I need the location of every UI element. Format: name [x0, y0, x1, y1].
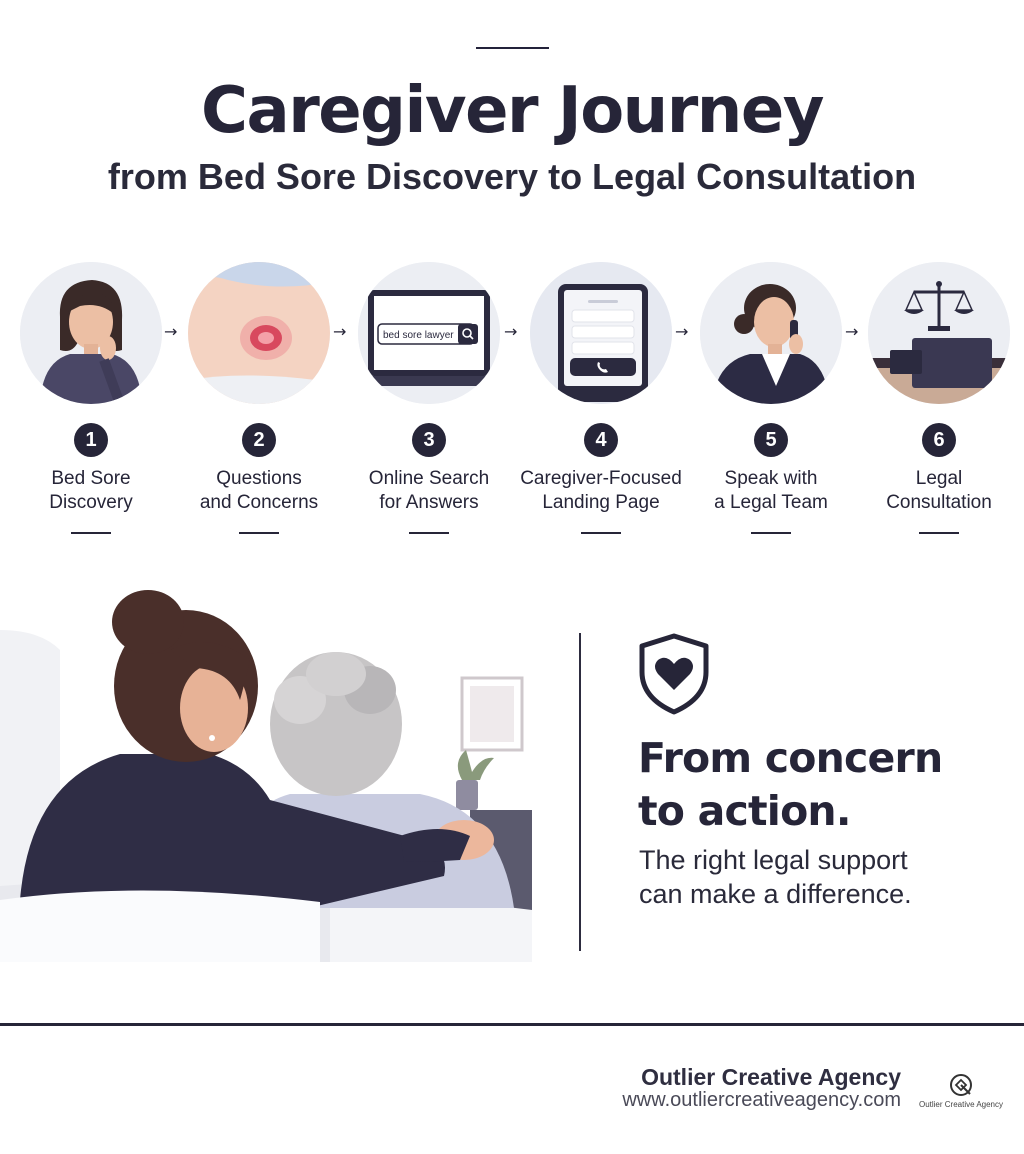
vertical-divider	[579, 633, 581, 951]
agency-url: www.outliercreativeagency.com	[622, 1089, 901, 1111]
step-underline	[581, 532, 621, 534]
step-label: Legal Consultation	[886, 468, 992, 513]
step-label: Online Search for Answers	[368, 468, 490, 513]
callout-text: The right legal support can make a diffe…	[639, 845, 912, 909]
tablet-landing-page-icon	[530, 262, 672, 404]
top-rule	[476, 47, 549, 49]
step-number: 2	[242, 423, 276, 457]
step-underline	[751, 532, 791, 534]
step-label: Caregiver-Focused Landing Page	[520, 468, 682, 513]
scales-of-justice-icon	[868, 262, 1010, 404]
step-underline	[409, 532, 449, 534]
footer-rule	[0, 1023, 1024, 1026]
step-underline	[919, 532, 959, 534]
step-underline	[71, 532, 111, 534]
step-number: 5	[754, 423, 788, 457]
step-number: 4	[584, 423, 618, 457]
callout-headline: From concern to action.	[638, 734, 943, 835]
laptop-search-icon: bed sore lawyer	[358, 262, 500, 404]
logo-text: Outlier Creative Agency	[918, 1100, 1004, 1109]
arrow-right-icon: →	[333, 322, 347, 341]
step-label: Questions and Concerns	[199, 468, 319, 513]
agency-logo: Outlier Creative Agency	[918, 1072, 1004, 1116]
arrow-right-icon: →	[504, 322, 518, 341]
step-number: 6	[922, 423, 956, 457]
outlier-logo-icon	[950, 1074, 972, 1096]
bed-sore-wound-icon	[188, 262, 330, 404]
woman-on-phone-icon	[700, 262, 842, 404]
step-number: 1	[74, 423, 108, 457]
caregiver-hug-illustration	[0, 590, 532, 962]
step-number: 3	[412, 423, 446, 457]
arrow-right-icon: →	[845, 322, 859, 341]
worried-woman-icon	[20, 262, 162, 404]
journey-steps: 1 Bed Sore Discovery → 2 Questions and C…	[0, 262, 1024, 552]
arrow-right-icon: →	[675, 322, 689, 341]
step-label: Bed Sore Discovery	[49, 468, 133, 513]
page-subtitle: from Bed Sore Discovery to Legal Consult…	[107, 156, 917, 197]
search-query-text: bed sore lawyer	[383, 330, 454, 341]
step-underline	[239, 532, 279, 534]
agency-name: Outlier Creative Agency	[641, 1064, 901, 1090]
step-label: Speak with a Legal Team	[714, 468, 828, 513]
shield-heart-icon	[636, 632, 712, 716]
page-title: Caregiver Journey	[201, 74, 824, 148]
arrow-right-icon: →	[164, 322, 178, 341]
